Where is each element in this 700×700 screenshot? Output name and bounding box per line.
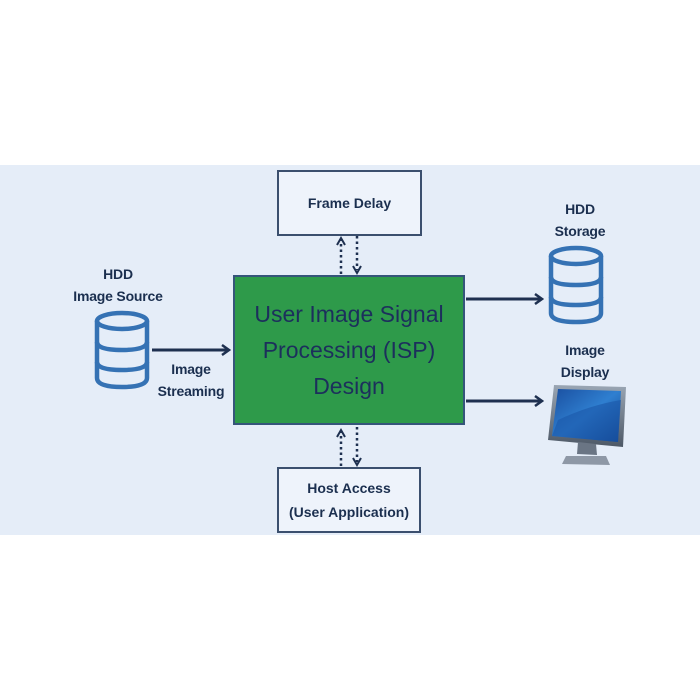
image-streaming-label-line-2: Streaming (157, 383, 225, 399)
image-streaming-label-line-1: Image (171, 361, 211, 377)
isp-title-line-2: Processing (ISP) (262, 337, 436, 363)
storage-label: HDD Storage (535, 198, 625, 242)
arrowhead-up-icon (336, 235, 346, 246)
image-streaming-label: Image Streaming (146, 358, 236, 402)
image-source-label-line-2: Image Source (73, 288, 163, 304)
isp-design-block[interactable]: User Image Signal Processing (ISP) Desig… (233, 275, 465, 425)
display-label: Image Display (540, 339, 630, 383)
host-access-label-line-1: Host Access (307, 480, 391, 496)
arrows-frame-delay (336, 235, 362, 276)
host-access-block[interactable]: Host Access (User Application) (277, 467, 421, 533)
arrowhead-down-icon (352, 265, 362, 276)
image-source-label: HDD Image Source (58, 263, 178, 307)
arrowhead-down-icon (352, 457, 362, 468)
database-icon (548, 245, 604, 325)
isp-title-line-3: Design (313, 373, 385, 399)
database-icon (94, 310, 150, 390)
arrows-host-access (336, 427, 362, 468)
isp-title-line-1: User Image Signal (254, 301, 444, 327)
storage-label-line-1: HDD (565, 201, 595, 217)
display-label-line-1: Image (565, 342, 605, 358)
frame-delay-block[interactable]: Frame Delay (277, 170, 422, 236)
display-label-line-2: Display (560, 364, 610, 380)
host-access-label-line-2: (User Application) (288, 504, 410, 520)
storage-label-line-2: Storage (554, 223, 606, 239)
monitor-icon (548, 385, 626, 465)
frame-delay-label: Frame Delay (307, 195, 392, 211)
arrowhead-up-icon (336, 427, 346, 438)
image-source-label-line-1: HDD (103, 266, 133, 282)
